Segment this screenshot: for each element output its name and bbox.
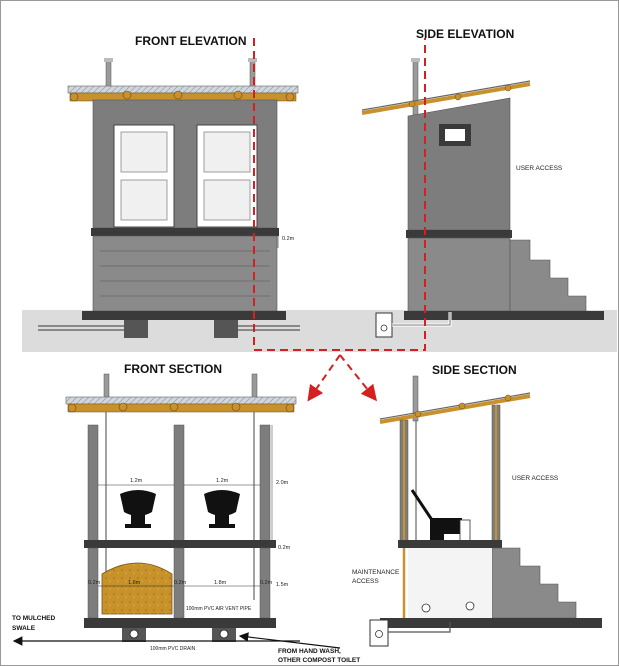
- front-section: FRONT SECTION 1.2m 1.2m 2.0m: [12, 362, 360, 664]
- lower-wall: [92, 235, 278, 312]
- pipe-section-icon: [465, 601, 475, 611]
- toilet-pedestal-left: [120, 490, 156, 528]
- section-cut-path: [253, 38, 426, 351]
- side-elevation-title: SIDE ELEVATION: [416, 27, 514, 41]
- roof-purlins: [67, 402, 295, 413]
- drain-outlet-icon: [129, 629, 139, 639]
- roof-rafter: [361, 82, 531, 115]
- vent-pipe-label: 100mm PVC AIR VENT PIPE: [186, 606, 252, 612]
- vent-cap: [248, 58, 257, 62]
- roof-rafter: [379, 394, 531, 424]
- roof-purlins: [414, 394, 512, 418]
- compost-chamber: [408, 548, 492, 618]
- dimension-label: 1.8m: [214, 580, 227, 586]
- drain-label: 100mm PVC DRAIN: [150, 646, 196, 652]
- vent-window-glass: [445, 129, 465, 141]
- side-wall-upper: [407, 97, 511, 231]
- side-section-title: SIDE SECTION: [432, 363, 517, 377]
- toilet-lid: [410, 489, 434, 521]
- drain-inflow-arrow: [238, 632, 341, 649]
- base-slab: [84, 618, 276, 628]
- dimension-label: 0.2m: [282, 236, 295, 242]
- compost-pile: [101, 562, 173, 615]
- hatch-cover-icon: [375, 630, 383, 638]
- dimension-label: 1.2m: [130, 478, 143, 484]
- floor-slab: [82, 311, 286, 320]
- wall-column: [87, 424, 99, 546]
- window-left: [113, 124, 175, 228]
- front-elevation-title: FRONT ELEVATION: [135, 34, 247, 48]
- access-label: ACCESS: [352, 578, 379, 585]
- to-mulched-label: TO MULCHED: [12, 615, 56, 622]
- dimension-label: 0.2m: [278, 545, 291, 551]
- ring-beam: [406, 230, 512, 238]
- dimension-label: 0.2m: [174, 580, 187, 586]
- drain-pipe-outline: [392, 312, 451, 326]
- vent-cap: [411, 58, 420, 62]
- hatch-cover-icon: [380, 324, 388, 332]
- section-cut-lines: [253, 38, 426, 402]
- wall-column: [259, 424, 271, 546]
- dimension-label: 1.2m: [216, 478, 229, 484]
- side-wall-lower: [407, 237, 511, 312]
- side-section: SIDE SECTION USER ACCESS MAINTENANCE ACC…: [352, 363, 602, 647]
- vent-pipe: [412, 59, 419, 116]
- lower-wall-joints: [100, 250, 270, 297]
- dimension-label: 0.2m: [260, 580, 273, 586]
- toilet-pedestal-side: [430, 518, 462, 542]
- other-toilet-label: OTHER COMPOST TOILET: [278, 657, 360, 664]
- vent-pipe: [105, 59, 112, 91]
- maintenance-label: MAINTENANCE: [352, 569, 400, 576]
- footing: [124, 320, 148, 338]
- user-access-label: USER ACCESS: [512, 475, 559, 482]
- front-section-title: FRONT SECTION: [124, 362, 222, 376]
- drain-outlet-icon: [219, 629, 229, 639]
- roof-sheet: [67, 85, 299, 94]
- maintenance-hatch: [369, 619, 389, 647]
- arrow-to-side-section: [339, 354, 377, 402]
- dimension-label: 2.0m: [276, 480, 289, 486]
- swale-label: SWALE: [12, 625, 36, 632]
- entry-stairs: [509, 239, 587, 312]
- drain-pipe: [388, 622, 451, 633]
- pipe-section-icon: [421, 603, 431, 613]
- roof-purlins: [408, 84, 512, 108]
- floor-deck: [398, 540, 502, 548]
- from-hand-label: FROM HAND WASH,: [278, 648, 341, 655]
- dimension-label: 0.2m: [88, 580, 101, 586]
- footing: [214, 320, 238, 338]
- window-right: [196, 124, 258, 228]
- wall-column: [173, 424, 185, 546]
- toilet-pedestal-right: [204, 490, 240, 528]
- urine-diverter: [459, 519, 471, 543]
- floor-deck: [84, 540, 276, 548]
- dimension-label: 1.8m: [128, 580, 141, 586]
- base-slab: [380, 618, 602, 628]
- user-access-label: USER ACCESS: [516, 165, 563, 172]
- dimension-label: 1.5m: [276, 582, 289, 588]
- roof-sheet: [65, 396, 297, 405]
- side-elevation: SIDE ELEVATION USER ACCESS: [361, 27, 604, 338]
- vent-cap: [104, 58, 113, 62]
- ring-beam: [91, 228, 279, 236]
- arrow-to-front-section: [307, 354, 341, 402]
- floor-slab: [404, 311, 604, 320]
- roof-purlins: [69, 90, 295, 102]
- roof-sheet: [361, 80, 531, 111]
- roof-batten: [67, 403, 295, 413]
- entry-stairs: [491, 547, 577, 619]
